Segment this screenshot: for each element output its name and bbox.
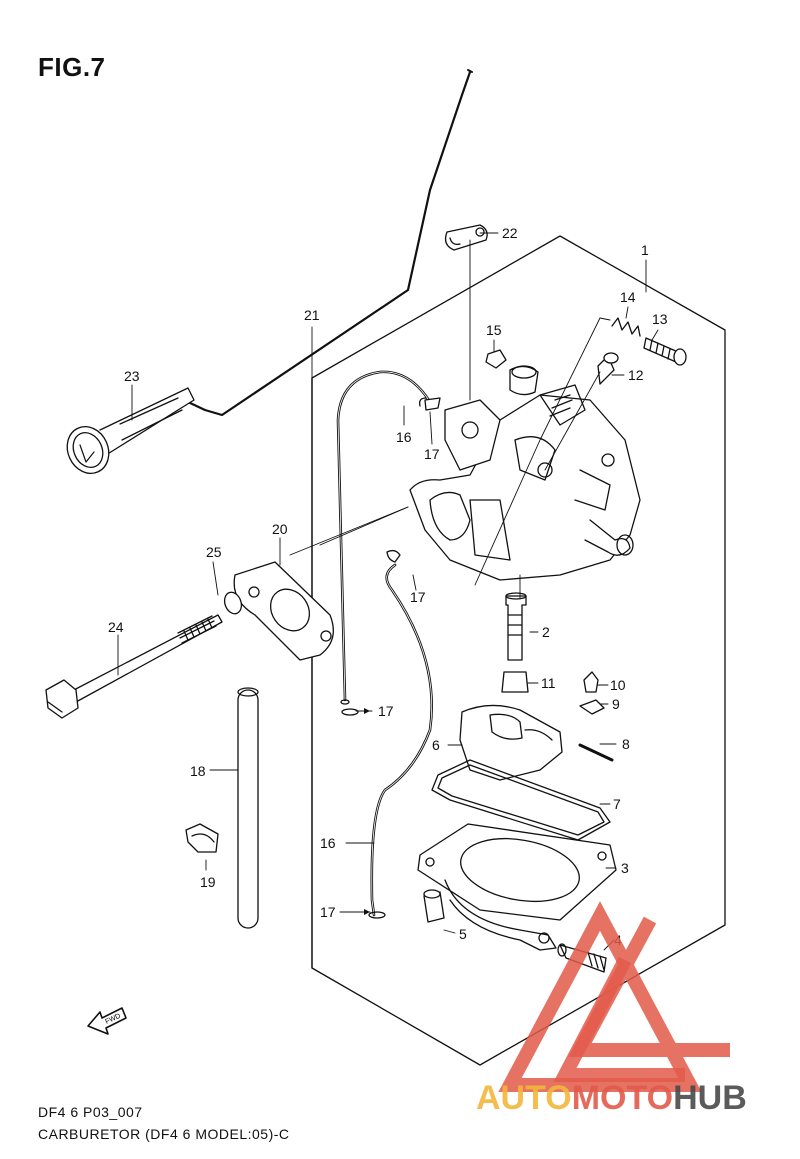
callout-24: 24 [108, 619, 124, 635]
callout-18: 18 [190, 763, 206, 779]
screw-15-part [485, 349, 507, 369]
callout-1: 1 [641, 242, 649, 258]
bolt-part [45, 614, 223, 719]
callout-17a: 17 [424, 446, 440, 462]
callout-22: 22 [502, 225, 518, 241]
float-pin-part [578, 743, 614, 762]
callout-17c: 17 [378, 703, 394, 719]
callout-16b: 16 [320, 835, 336, 851]
float-chamber-part [417, 823, 617, 951]
float-bowl-gasket [431, 759, 611, 841]
gasket-part [233, 561, 334, 661]
screw-12-part [597, 352, 619, 385]
watermark-logo-icon [498, 901, 730, 1092]
carburetor-body-part [409, 365, 641, 581]
watermark-part-3: HUB [673, 1079, 747, 1117]
watermark-text: AUTOMOTOHUB [476, 1079, 747, 1118]
throttle-rod [186, 70, 472, 417]
needle-valve-part [583, 671, 599, 693]
rod-clip-part [444, 224, 488, 251]
callout-2: 2 [542, 624, 550, 640]
callout-19: 19 [200, 874, 216, 890]
hose-part [237, 687, 259, 929]
screw-13-part [643, 337, 687, 366]
callout-15: 15 [486, 322, 502, 338]
callout-21: 21 [304, 307, 320, 323]
callout-7: 7 [613, 796, 621, 812]
callout-10: 10 [610, 677, 626, 693]
float-part [459, 704, 563, 781]
footer-code: DF4 6 P03_007 [38, 1104, 143, 1120]
callout-20: 20 [272, 521, 288, 537]
callout-12: 12 [628, 367, 644, 383]
callout-25: 25 [206, 544, 222, 560]
figure-title: FIG.7 [38, 52, 106, 82]
watermark-part-2: MOTO [571, 1079, 674, 1117]
callout-6: 6 [432, 737, 440, 753]
choke-knob-part [66, 387, 195, 474]
watermark-part-1: AUTO [476, 1079, 572, 1117]
callout-8: 8 [622, 736, 630, 752]
footer-caption: CARBURETOR (DF4 6 MODEL:05)-C [38, 1126, 290, 1142]
callout-5: 5 [459, 926, 467, 942]
hose-clip-part [185, 823, 219, 853]
spring-part [611, 317, 641, 337]
callout-17d: 17 [320, 904, 336, 920]
jet-part [501, 671, 529, 693]
callout-17b: 17 [410, 589, 426, 605]
callout-13: 13 [652, 311, 668, 327]
callout-3: 3 [621, 860, 629, 876]
callout-23: 23 [124, 368, 140, 384]
forward-arrow-icon [87, 1007, 127, 1035]
callout-11: 11 [541, 675, 556, 691]
main-jet-part [505, 592, 527, 661]
callout-16a: 16 [396, 429, 412, 445]
washer-part [223, 591, 243, 615]
vent-tube-top [336, 370, 432, 702]
callout-14: 14 [620, 289, 636, 305]
callout-9: 9 [612, 696, 620, 712]
